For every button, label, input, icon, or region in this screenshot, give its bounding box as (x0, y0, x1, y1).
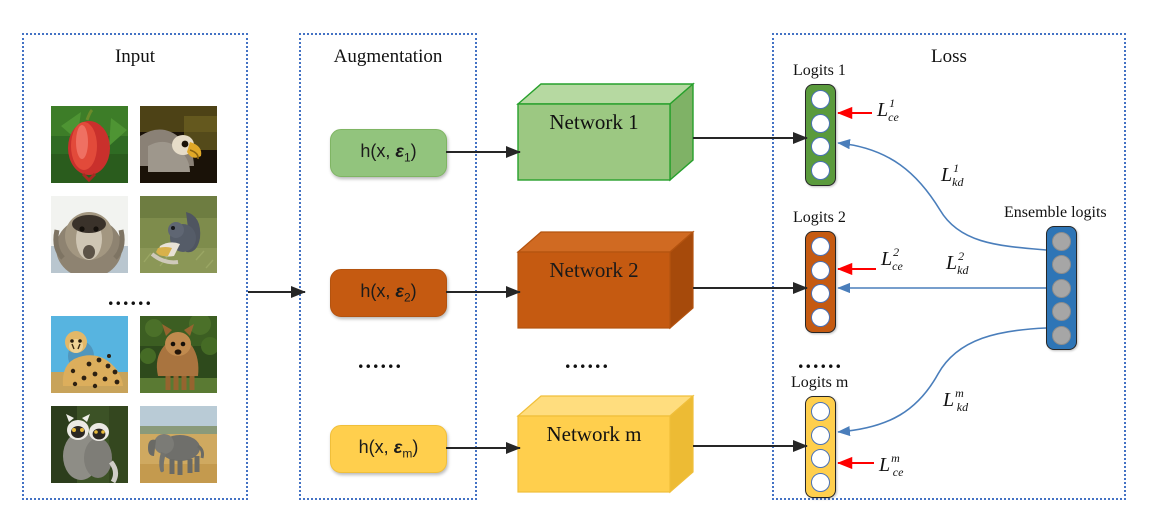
input-image-terrier-dog (140, 316, 217, 393)
loss-ce-1-label: L1ce (877, 96, 899, 124)
logit-cell (811, 449, 830, 469)
network-label-2: Network 2 (549, 258, 639, 282)
input-image-elephant (140, 406, 217, 483)
networks-ellipsis: ...... (565, 348, 610, 373)
input-image-squirrel (140, 196, 217, 273)
aug-label-2: h(x, ε2) (360, 281, 417, 305)
loss-kd-1-label: L1kd (941, 161, 964, 189)
input-image-parrot-bird (140, 106, 217, 183)
logit-cell (811, 401, 830, 421)
network-box-2[interactable]: Network 2 (516, 230, 695, 330)
logit-cell (811, 308, 830, 328)
logit-cell (811, 113, 830, 133)
loss-ce-m-label: Lmce (879, 451, 904, 479)
logit-cell (811, 137, 830, 157)
logit-cell (811, 89, 830, 109)
augmentation-ellipsis: ...... (358, 348, 403, 373)
logit-cell (1052, 255, 1071, 274)
panel-augmentation (299, 33, 477, 500)
input-image-baboon (51, 196, 128, 273)
loss-kd-m-label: Lmkd (943, 386, 969, 414)
loss-ce-2-label: L2ce (881, 245, 903, 273)
panel-loss (772, 33, 1126, 500)
input-ellipsis: ...... (108, 285, 153, 310)
logit-cell (811, 425, 830, 445)
logits-column-1[interactable] (805, 84, 836, 186)
logits-column-m[interactable] (805, 396, 836, 498)
logit-cell (811, 161, 830, 181)
logit-cell (811, 473, 830, 493)
network-box-m[interactable]: Network m (516, 394, 695, 494)
network-box-1[interactable]: Network 1 (516, 82, 695, 182)
logits-column-2[interactable] (805, 231, 836, 333)
aug-box-1[interactable]: h(x, ε1) (330, 129, 447, 177)
logit-cell (811, 236, 830, 256)
aug-label-m: h(x, εm) (358, 437, 419, 461)
loss-kd-2-label: L2kd (946, 249, 969, 277)
logits-label-1: Logits 1 (793, 62, 846, 79)
logits-label-2: Logits 2 (793, 209, 846, 226)
logits-label-m: Logits m (791, 374, 849, 391)
ensemble-logits-label: Ensemble logits (1004, 204, 1107, 221)
panel-title-loss: Loss (931, 46, 967, 67)
panel-input (22, 33, 248, 500)
input-image-pomegranate-fruit (51, 106, 128, 183)
loss-ellipsis: ...... (798, 348, 843, 373)
logit-cell (811, 260, 830, 280)
network-label-1: Network 1 (549, 110, 639, 134)
input-image-lemurs (51, 406, 128, 483)
input-image-cheetah (51, 316, 128, 393)
logit-cell (1052, 278, 1071, 298)
logit-cell (1052, 325, 1071, 345)
logit-cell (1052, 231, 1071, 251)
panel-title-augmentation: Augmentation (333, 46, 443, 67)
aug-box-2[interactable]: h(x, ε2) (330, 269, 447, 317)
ensemble-logits-column[interactable] (1046, 226, 1077, 350)
aug-box-m[interactable]: h(x, εm) (330, 425, 447, 473)
network-label-m: Network m (546, 422, 642, 446)
panel-title-input: Input (114, 46, 156, 67)
aug-label-1: h(x, ε1) (360, 141, 417, 165)
logit-cell (1052, 302, 1071, 321)
logit-cell (811, 284, 830, 304)
